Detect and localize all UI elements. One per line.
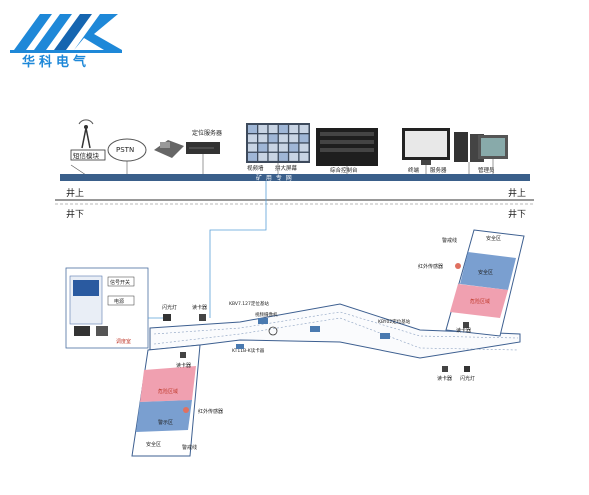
video-wall-cell [299, 125, 309, 133]
video-wall-cell [278, 125, 288, 133]
fiber-link [209, 181, 267, 318]
video-wall-cell [248, 134, 257, 143]
video-wall-cell [299, 152, 309, 161]
left-pink-zone-label: 危险区域 [158, 388, 178, 395]
video-wall-cell [258, 125, 268, 133]
reader-icon-left [199, 314, 206, 321]
video-wall-cell [289, 134, 299, 143]
right-reader-icon [463, 322, 469, 328]
flash-light-icon-bottom [464, 366, 470, 372]
location-server-label: 定位服务器 [192, 129, 222, 137]
surface-label-right: 井上 [508, 187, 526, 199]
base-station-left-label: KBV7.127定位基站 [229, 300, 269, 307]
base-station-icon-right [380, 333, 390, 339]
left-reader-icon [180, 352, 186, 358]
brand-name: 华科电气 [22, 54, 90, 70]
right-blue-zone-label: 安全区 [478, 269, 493, 276]
bus-label: 矿 用 专 网 [256, 174, 293, 182]
reader-icon-bottom [442, 366, 448, 372]
camera-icon [268, 326, 278, 336]
admin-label: 管理员 [478, 166, 495, 174]
left-safety-zone-label: 安全区 [146, 441, 161, 448]
sms-module-label: 短信模块 [73, 151, 100, 160]
video-wall-cell [289, 125, 299, 133]
video-wall-cell [289, 143, 299, 152]
control-room-label: 调度室 [116, 338, 131, 345]
camera-label: 视频摄像机 [255, 311, 278, 318]
control-room: 信号开关 电源 调度室 [65, 267, 166, 349]
video-wall-cell [278, 152, 288, 161]
reader-label-bottom: 读卡器 [437, 375, 452, 382]
antenna-icon [78, 119, 94, 149]
big-screen-label: 拼大屏幕 [275, 164, 298, 172]
video-wall-cell [278, 143, 288, 152]
brand-logo: 华科电气 [10, 14, 122, 70]
station-mid-label: KBY02定位基站 [378, 318, 411, 325]
reader-label-left: 读卡器 [192, 304, 207, 311]
video-wall-cell [258, 134, 268, 143]
video-wall-cell [299, 143, 309, 152]
left-shaft: 读卡器 危险区域 红外传感器 警示区 安全区 警戒线 [131, 344, 223, 457]
right-pink-zone-label: 危险区域 [470, 298, 490, 305]
video-wall-label: 视频墙 [247, 164, 264, 172]
device-mid-label: KT11B-K读卡器 [232, 347, 265, 354]
surface-label-left: 井上 [66, 187, 84, 199]
right-warning-line-label: 警戒线 [442, 237, 457, 244]
underground-label-right: 井下 [508, 208, 526, 220]
video-wall-cell [299, 134, 309, 143]
base-station-icon-mid [310, 326, 320, 332]
console-label: 综合控制台 [330, 166, 358, 174]
reader-icon-mid [236, 344, 244, 349]
video-wall-cell [289, 152, 299, 161]
left-warning-line-label: 警戒线 [182, 444, 197, 451]
terminal-monitor-icon [402, 128, 450, 165]
flash-light-icon [163, 314, 171, 321]
right-shaft: 警戒线 安全区 红外传感器 安全区 危险区域 读卡器 [418, 229, 525, 337]
base-station-icon-left [258, 318, 268, 324]
underground-label-left: 井下 [66, 208, 84, 220]
main-tunnel: 闪光灯 读卡器 KBV7.127定位基站 视频摄像机 KBY02定位基站 KT1… [149, 300, 521, 382]
video-wall-cell [258, 152, 268, 161]
control-item-power: 电源 [114, 298, 124, 305]
pstn-label: PSTN [116, 146, 134, 154]
network-equipment: 短信模块 PSTN 定位服务器 视频墙 拼大屏幕 [70, 119, 508, 174]
network-bus: 矿 用 专 网 [60, 154, 530, 182]
left-ir-sensor-label: 红外传感器 [198, 408, 223, 415]
video-wall-cell [268, 152, 278, 161]
video-wall-cell [278, 134, 288, 143]
admin-workstation-icon [478, 135, 508, 159]
location-server-icon [186, 142, 220, 154]
right-ir-sensor-icon [455, 263, 461, 269]
video-wall-cell [248, 125, 257, 133]
left-ir-sensor-icon [183, 407, 189, 413]
video-wall-cell [268, 125, 278, 133]
left-blue-zone-label: 警示区 [158, 419, 173, 426]
server-label: 服务器 [430, 166, 447, 174]
router-device-icon [154, 140, 184, 158]
flash-light-label-bottom: 闪光灯 [460, 375, 475, 382]
video-wall-cell [248, 143, 257, 152]
console-rack-icon [316, 128, 378, 166]
control-item-switch: 信号开关 [110, 279, 130, 286]
right-reader-label: 读卡器 [456, 327, 471, 334]
video-wall-cell [258, 143, 268, 152]
video-wall-cell [248, 152, 257, 161]
right-safety-zone-label: 安全区 [486, 235, 501, 242]
right-ir-sensor-label: 红外传感器 [418, 263, 443, 270]
video-wall-icon [246, 123, 310, 163]
flash-light-label-left: 闪光灯 [162, 304, 177, 311]
left-reader-label: 读卡器 [176, 362, 191, 369]
video-wall-cell [268, 134, 278, 143]
terminal-label: 终端 [408, 166, 420, 174]
video-wall-cell [268, 143, 278, 152]
level-separator: 井上 井上 井下 井下 [55, 187, 534, 220]
